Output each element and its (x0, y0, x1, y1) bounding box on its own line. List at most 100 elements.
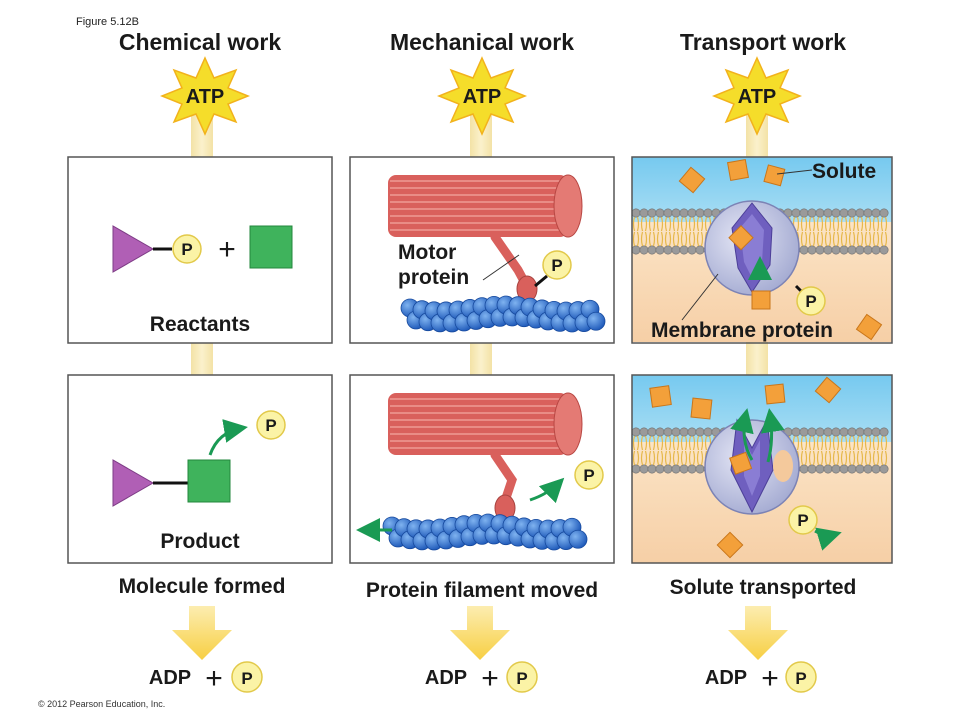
lipid-tail (680, 216, 688, 232)
lipid-tail (880, 435, 888, 451)
product-label: Product (160, 530, 239, 553)
lipid-head (631, 245, 641, 255)
lipid-tail (872, 216, 880, 232)
adp-label: ADP (425, 667, 467, 689)
release-arrow-icon (208, 419, 248, 456)
lipid-tail (656, 231, 664, 247)
phosphate-label: P (516, 669, 527, 688)
motor-protein-stalk (490, 450, 517, 503)
lipid-tail (688, 435, 696, 451)
lipid-tail (648, 435, 656, 451)
lipid-head (863, 245, 873, 255)
lipid-tail (840, 435, 848, 451)
lipid-head (879, 427, 889, 437)
lipid-tail (824, 231, 832, 247)
lipid-head (879, 208, 889, 218)
lipid-head (671, 245, 681, 255)
adp-label: ADP (705, 667, 747, 689)
lipid-head (639, 427, 649, 437)
actin-filament (400, 295, 606, 333)
lipid-head (871, 245, 881, 255)
lipid-head (831, 208, 841, 218)
lipid-head (687, 245, 697, 255)
lipid-tail (864, 450, 872, 466)
column-mechanical-work: Mechanical work ATP P Motor protein (349, 29, 615, 695)
solute-icon (690, 397, 713, 420)
lipid-tail (856, 231, 864, 247)
lipid-tail (856, 450, 864, 466)
lipid-head (831, 464, 841, 474)
lipid-head (799, 245, 809, 255)
lipid-head (647, 427, 657, 437)
adp-label: ADP (149, 667, 191, 689)
lipid-head (823, 245, 833, 255)
down-arrow-icon (728, 606, 788, 660)
phosphate-label: P (265, 416, 276, 435)
lipid-tail (856, 216, 864, 232)
lipid-head (871, 427, 881, 437)
copyright-notice: © 2012 Pearson Education, Inc. (38, 699, 165, 709)
lipid-tail (696, 216, 704, 232)
heading-transport-work: Transport work (680, 29, 846, 55)
lipid-tail (800, 435, 808, 451)
phosphate-icon (542, 250, 572, 280)
lipid-head (695, 427, 705, 437)
lipid-tail (672, 435, 680, 451)
lipid-tail (664, 450, 672, 466)
lipid-tail (800, 216, 808, 232)
lipid-tail (856, 435, 864, 451)
lipid-tail (832, 435, 840, 451)
lipid-head (695, 464, 705, 474)
lipid-head (831, 245, 841, 255)
phosphate-icon (796, 286, 826, 316)
lipid-head (671, 208, 681, 218)
lipid-tail (680, 435, 688, 451)
lipid-head (695, 245, 705, 255)
lipid-tail (648, 231, 656, 247)
lipid-tail (696, 450, 704, 466)
lipid-tail (840, 450, 848, 466)
lipid-head (655, 208, 665, 218)
lipid-tail (688, 231, 696, 247)
column-transport-work: Transport work ATP Solute P (631, 29, 893, 695)
bond-line (534, 274, 548, 288)
lipid-head (863, 427, 873, 437)
lipid-head (815, 245, 825, 255)
lipid-tail (816, 435, 824, 451)
lipid-head (807, 427, 817, 437)
lipid-head (815, 464, 825, 474)
lipid-head (839, 464, 849, 474)
lipid-head (655, 245, 665, 255)
lipid-tail (848, 435, 856, 451)
lipid-tail (864, 231, 872, 247)
solute-icon (751, 290, 771, 310)
lipid-tail (848, 231, 856, 247)
heading-mechanical-work: Mechanical work (390, 29, 574, 55)
lipid-tail (688, 450, 696, 466)
lipid-tail (656, 435, 664, 451)
lipid-head (655, 464, 665, 474)
lipid-tail (632, 450, 640, 466)
lipid-tail (848, 450, 856, 466)
plus-sign: + (481, 662, 499, 695)
lipid-tail (680, 450, 688, 466)
muscle-fiber-bundle (388, 174, 583, 238)
move-up-arrow-icon (730, 408, 754, 461)
lipid-head (671, 427, 681, 437)
lipid-tail (800, 231, 808, 247)
lipid-tail (864, 216, 872, 232)
plus-sign: + (205, 662, 223, 695)
lipid-tail (808, 435, 816, 451)
lipid-head (807, 245, 817, 255)
heading-chemical-work: Chemical work (119, 29, 282, 55)
plus-sign: + (218, 233, 236, 266)
lipid-head (855, 464, 865, 474)
lipid-head (663, 464, 673, 474)
lipid-head (823, 464, 833, 474)
green-square-icon (249, 225, 293, 269)
phosphate-icon (788, 505, 818, 535)
actin-bead (568, 529, 588, 549)
solute-icon (729, 451, 753, 475)
lipid-tail (872, 450, 880, 466)
